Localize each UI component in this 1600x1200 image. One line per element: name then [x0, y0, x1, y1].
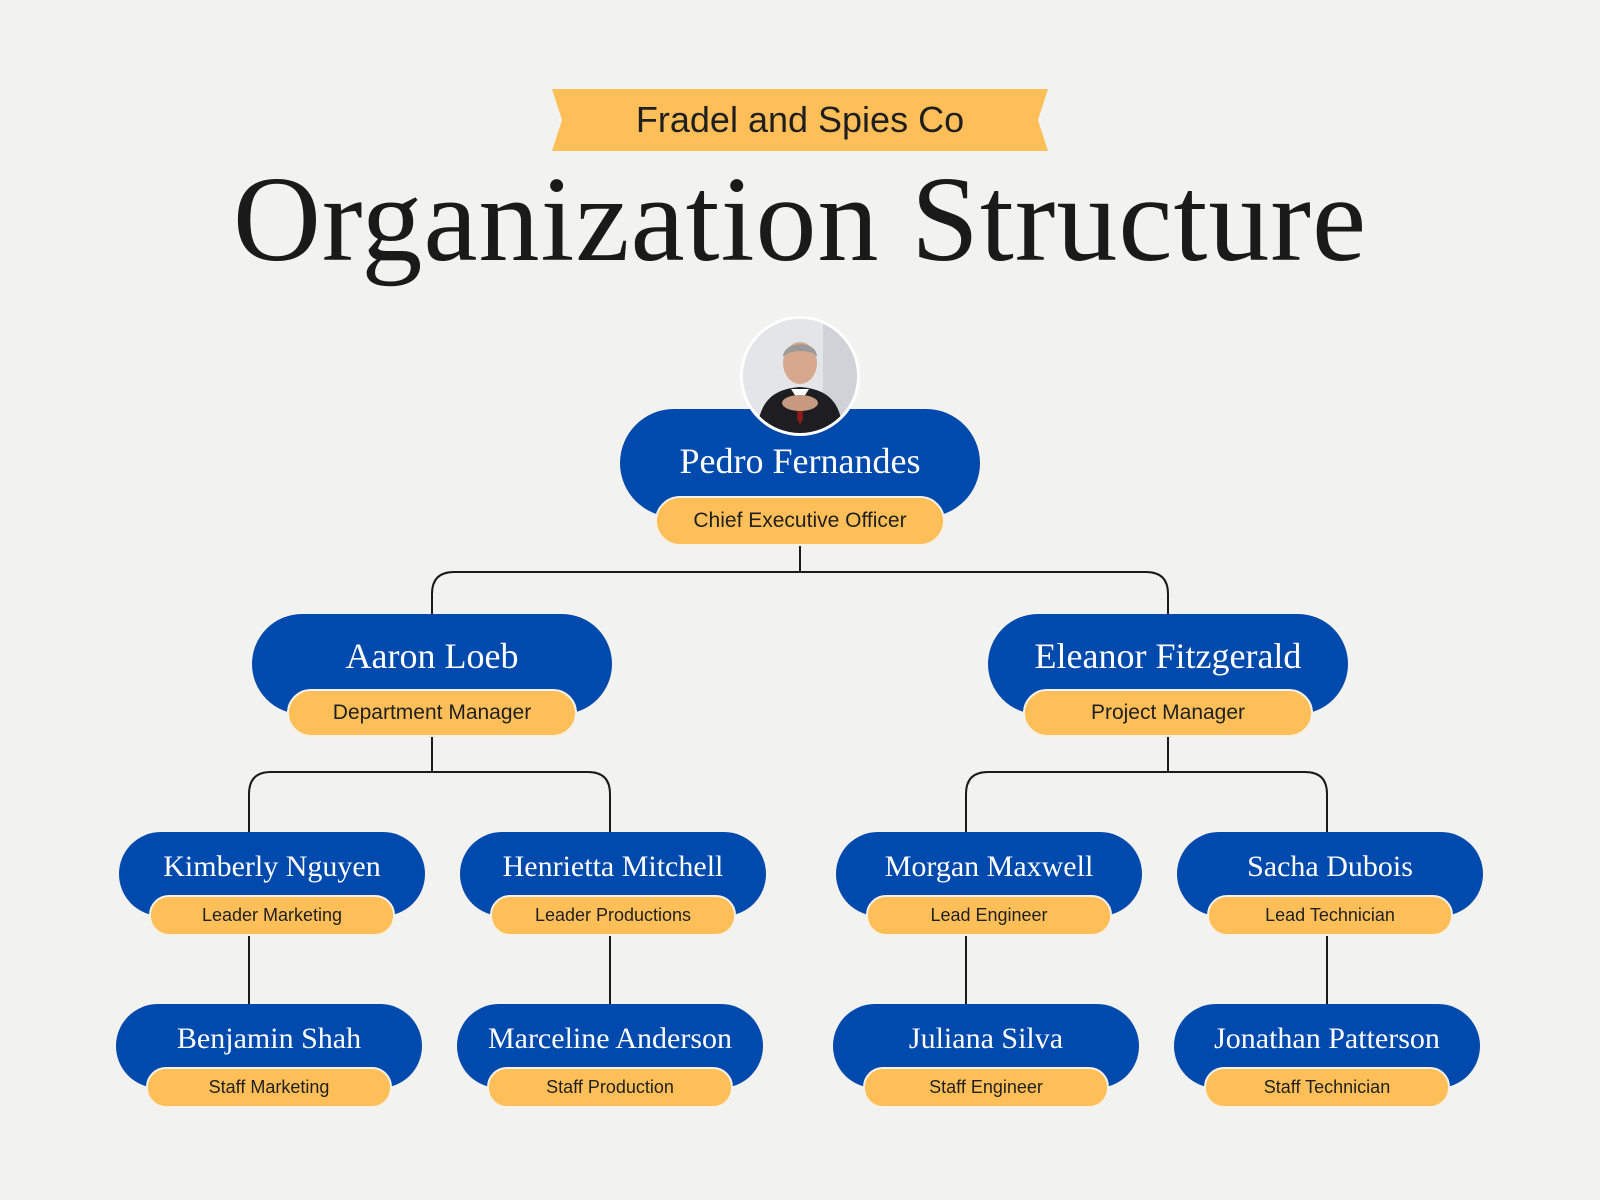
person-name: Juliana Silva — [908, 1022, 1064, 1055]
person-name: Jonathan Patterson — [1214, 1022, 1440, 1055]
company-name: Fradel and Spies Co — [635, 99, 965, 140]
avatar — [740, 316, 860, 436]
role-tag: Staff Marketing — [146, 1067, 392, 1108]
org-node-staff: Jonathan Patterson Staff Technician — [1174, 1004, 1480, 1108]
page-title: Organization Structure — [232, 152, 1368, 287]
role-tag: Leader Productions — [490, 895, 736, 936]
role-tag: Department Manager — [287, 689, 577, 737]
org-node-lead: Henrietta Mitchell Leader Productions — [460, 832, 766, 936]
role-tag: Leader Marketing — [149, 895, 395, 936]
role-tag: Project Manager — [1023, 689, 1313, 737]
org-node-manager: Aaron Loeb Department Manager — [252, 614, 612, 737]
person-name: Henrietta Mitchell — [502, 850, 724, 883]
role-tag: Staff Production — [487, 1067, 733, 1108]
role-tag: Lead Technician — [1207, 895, 1453, 936]
person-name: Pedro Fernandes — [679, 441, 921, 481]
org-node-staff: Juliana Silva Staff Engineer — [833, 1004, 1139, 1108]
person-name: Kimberly Nguyen — [163, 850, 381, 883]
org-node-lead: Kimberly Nguyen Leader Marketing — [119, 832, 425, 936]
connector-aaron-leads — [248, 736, 611, 832]
role-tag: Lead Engineer — [866, 895, 1112, 936]
ribbon-shape — [552, 89, 1048, 151]
org-node-staff: Benjamin Shah Staff Marketing — [116, 1004, 422, 1108]
person-name: Marceline Anderson — [487, 1022, 733, 1055]
person-name: Sacha Dubois — [1247, 850, 1413, 883]
person-name: Morgan Maxwell — [884, 850, 1094, 883]
person-name: Eleanor Fitzgerald — [1034, 636, 1302, 676]
org-node-lead: Sacha Dubois Lead Technician — [1177, 832, 1483, 936]
org-node-staff: Marceline Anderson Staff Production — [457, 1004, 763, 1108]
company-ribbon: Fradel and Spies Co — [552, 89, 1048, 151]
role-tag: Staff Technician — [1204, 1067, 1450, 1108]
connector-eleanor-leads — [965, 736, 1328, 832]
person-name: Aaron Loeb — [345, 636, 519, 676]
role-tag: Chief Executive Officer — [655, 496, 945, 546]
org-node-manager: Eleanor Fitzgerald Project Manager — [988, 614, 1348, 737]
person-name: Benjamin Shah — [176, 1022, 362, 1055]
org-node-lead: Morgan Maxwell Lead Engineer — [836, 832, 1142, 936]
role-tag: Staff Engineer — [863, 1067, 1109, 1108]
connector-ceo-managers — [431, 546, 1169, 614]
person-photo-icon — [743, 319, 857, 433]
